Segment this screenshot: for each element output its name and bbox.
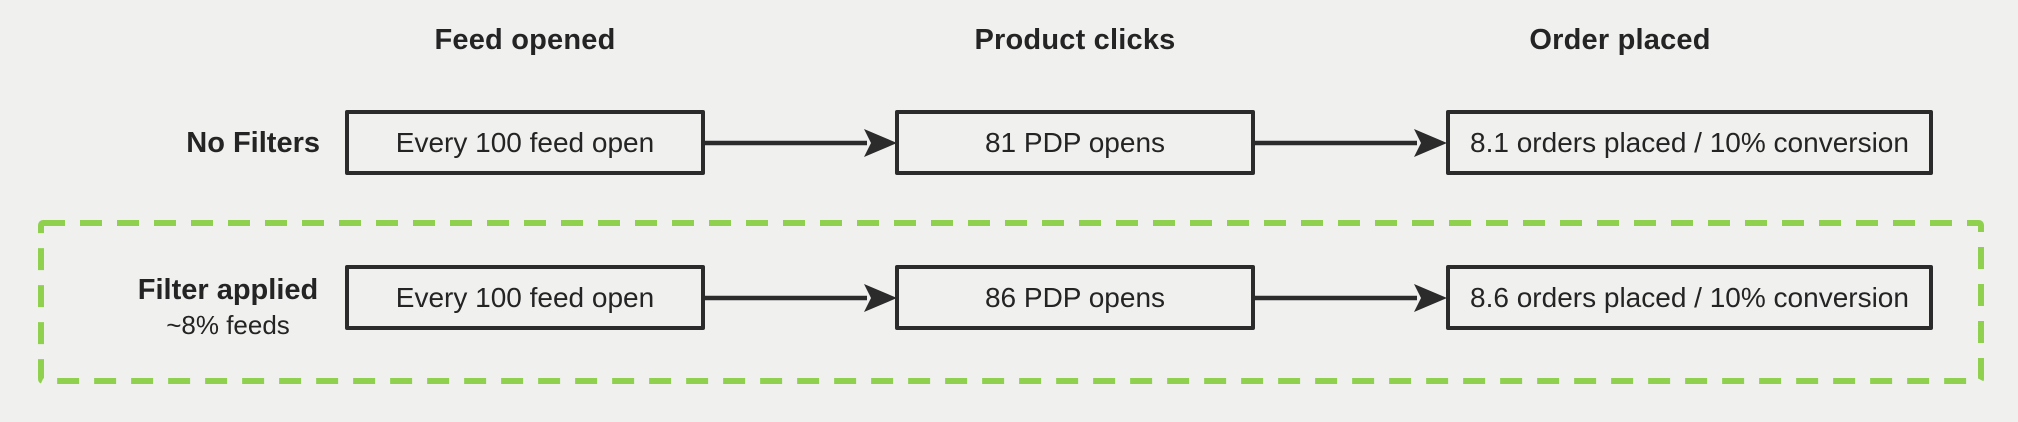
column-header-order-placed: Order placed [1529, 24, 1711, 56]
stage-box-row1-feed: Every 100 feed open [345, 110, 705, 175]
arrow-right-icon [1253, 284, 1447, 312]
row-label-filter-applied-subtitle: ~8% feeds [166, 310, 290, 340]
row-label-filter-applied-title: Filter applied [137, 274, 319, 306]
stage-box-row2-feed: Every 100 feed open [345, 265, 705, 330]
stage-box-row1-pdp: 81 PDP opens [895, 110, 1255, 175]
stage-box-row1-orders: 8.1 orders placed / 10% conversion [1446, 110, 1933, 175]
arrow-right-icon [1253, 129, 1447, 157]
column-header-product-clicks: Product clicks [974, 24, 1176, 56]
arrow-right-icon [703, 284, 897, 312]
stage-box-row2-pdp: 86 PDP opens [895, 265, 1255, 330]
row-label-filter-applied: Filter applied ~8% feeds [100, 272, 356, 342]
arrow-right-icon [703, 129, 897, 157]
highlight-dashed-border [38, 220, 1984, 384]
column-header-feed-opened: Feed opened [434, 24, 616, 56]
stage-box-row2-orders: 8.6 orders placed / 10% conversion [1446, 265, 1933, 330]
row-label-no-filters: No Filters [186, 127, 320, 159]
